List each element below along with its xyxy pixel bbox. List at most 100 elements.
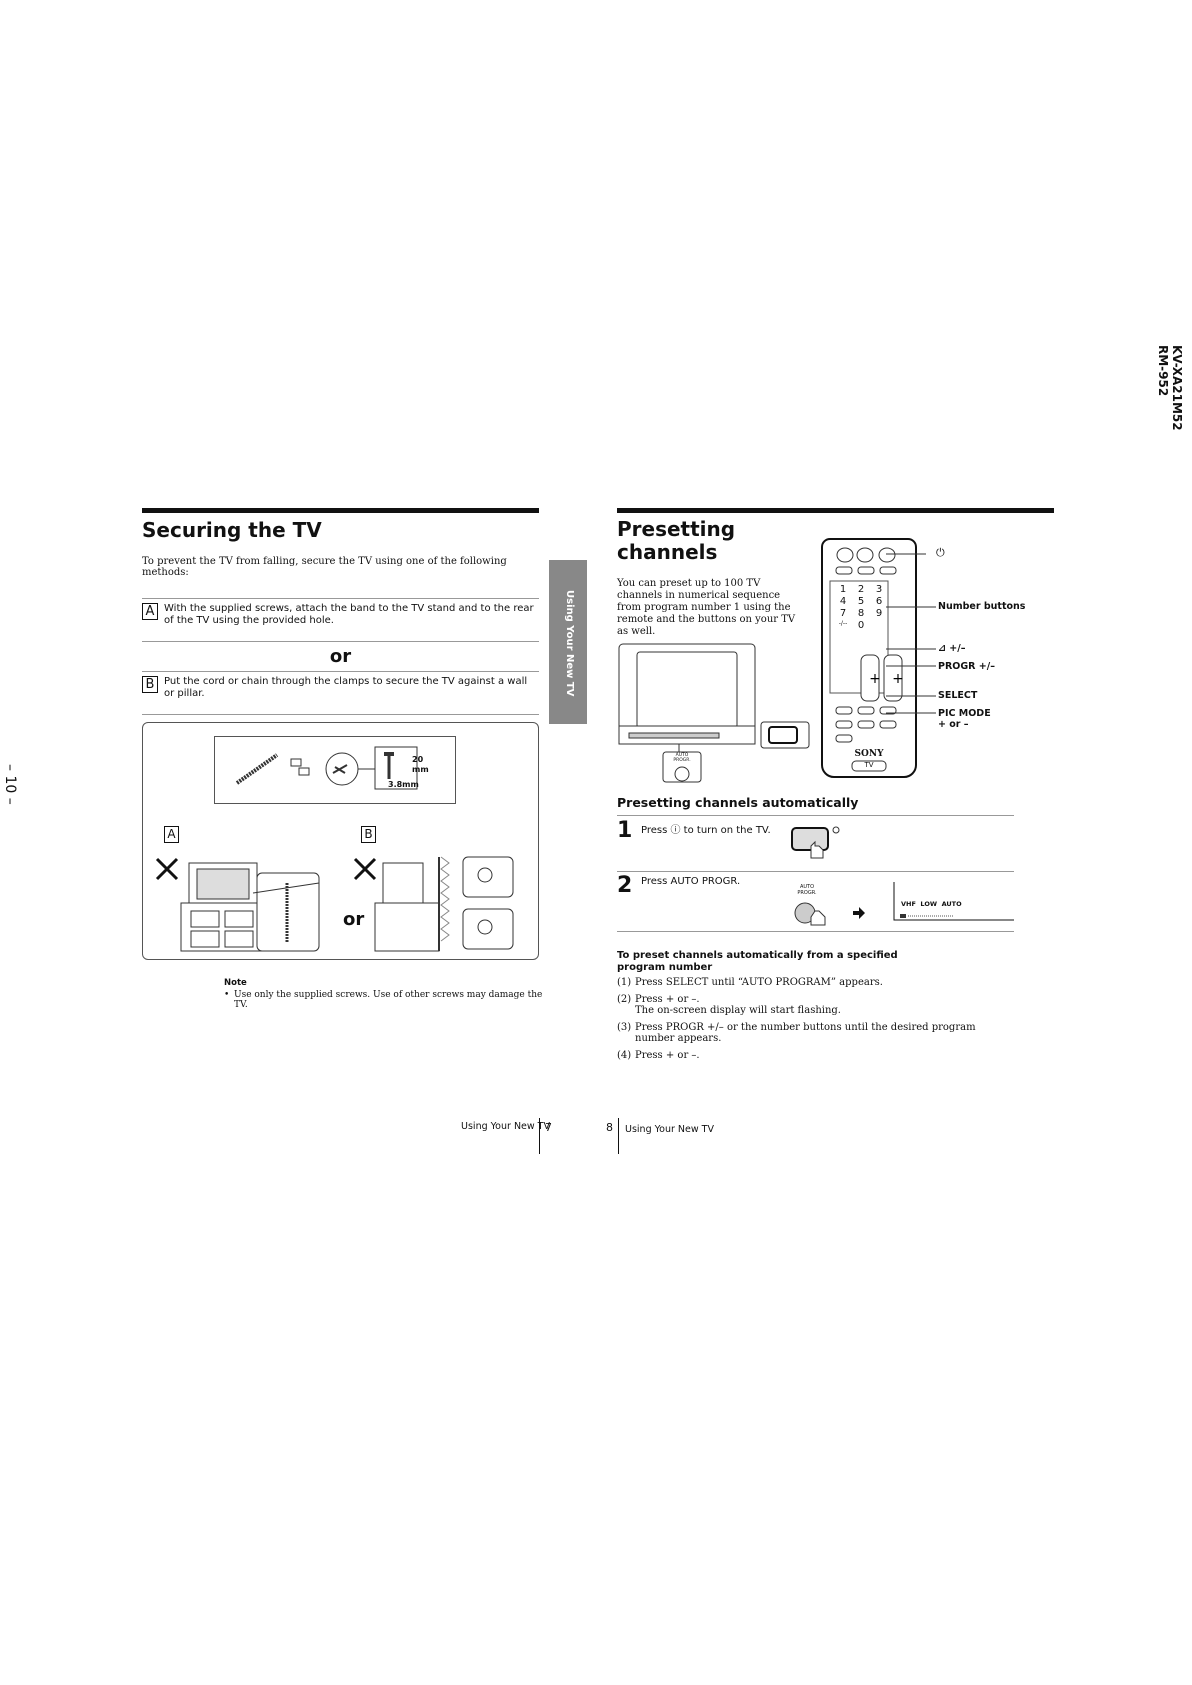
- digit-button-9[interactable]: 9: [875, 608, 883, 619]
- specified-steps: (1) Press SELECT until “AUTO PROGRAM” ap…: [617, 977, 997, 1061]
- intro-text: To prevent the TV from falling, secure t…: [142, 556, 507, 578]
- side-tab-text: Using Your New TV: [564, 590, 575, 697]
- method-b: B Put the cord or chain through the clam…: [142, 672, 539, 708]
- digit-button-1[interactable]: 1: [839, 584, 847, 595]
- method-b-drawing: [353, 856, 514, 952]
- securing-illustration: 20 mm 3.8mm A B or: [142, 722, 539, 960]
- label-pic-mode: PIC MODE: [938, 708, 991, 719]
- page-number-text: – 10 –: [2, 764, 18, 805]
- tv-illustration: AUTO PROGR.: [617, 640, 817, 785]
- osd-text: VHF LOW AUTO: [901, 900, 962, 908]
- right-title: Presetting channels: [617, 518, 735, 564]
- left-page: Securing the TV To prevent the TV from f…: [142, 508, 539, 715]
- side-tab: Using Your New TV: [549, 560, 587, 724]
- screw-length-value: 20: [412, 755, 424, 764]
- step-item-3-number: (3): [617, 1021, 632, 1033]
- divider: [142, 714, 539, 715]
- model-label: KV-XA21M52 RM-952: [1156, 345, 1184, 431]
- method-a: A With the supplied screws, attach the b…: [142, 599, 539, 635]
- method-b-text: Put the cord or chain through the clamps…: [164, 676, 528, 699]
- step-item-1: (1) Press SELECT until “AUTO PROGRAM” ap…: [617, 977, 997, 989]
- page-title: Securing the TV: [142, 518, 322, 542]
- parts-box: 20 mm 3.8mm: [214, 736, 456, 804]
- step-item-3-text: Press PROGR +/– or the number buttons un…: [635, 1021, 976, 1045]
- remote-control: + + 1 2 3 4 5 6 7 8 9 -/-- 0 SONY TV: [820, 535, 918, 780]
- divider: [617, 931, 1014, 932]
- auto-progr-button-drawing: [794, 902, 865, 926]
- divider: [617, 815, 1014, 816]
- right-intro: You can preset up to 100 TV channels in …: [617, 578, 796, 637]
- letter-b: B: [142, 676, 158, 693]
- tv-drawing: [618, 643, 810, 783]
- digit-button-5[interactable]: 5: [857, 596, 865, 607]
- digit-button-3[interactable]: 3: [875, 584, 883, 595]
- method-a-drawing: [155, 857, 320, 952]
- screw-length-unit: mm: [412, 765, 429, 774]
- digit-button-0[interactable]: 0: [857, 620, 865, 631]
- bullet: •: [224, 990, 230, 1000]
- remote-outline: + +: [821, 538, 917, 778]
- parts-drawing: [235, 746, 418, 790]
- note-text: Use only the supplied screws. Use of oth…: [234, 990, 543, 1010]
- step-item-3: (3) Press PROGR +/– or the number button…: [617, 1022, 997, 1045]
- digit-button-8[interactable]: 8: [857, 608, 865, 619]
- auto-subheading: Presetting channels automatically: [617, 795, 859, 810]
- label-select: SELECT: [938, 690, 978, 701]
- tv-auto-progr-caption: AUTO PROGR.: [673, 753, 691, 763]
- divider: [142, 671, 539, 672]
- digit-button-7[interactable]: 7: [839, 608, 847, 619]
- step-item-4-number: (4): [617, 1049, 632, 1061]
- screw-length: 20 mm: [412, 755, 429, 775]
- top-rule: [142, 508, 539, 513]
- remote-brand: SONY: [854, 749, 884, 759]
- step-item-4: (4) Press + or –.: [617, 1050, 997, 1062]
- digit-button-2[interactable]: 2: [857, 584, 865, 595]
- power-button-drawing: [791, 826, 840, 859]
- note-title: Note: [224, 978, 247, 988]
- title-line-2: channels: [617, 540, 718, 564]
- fig-or: or: [343, 909, 365, 930]
- divider: [617, 871, 1014, 872]
- note-item: • Use only the supplied screws. Use of o…: [224, 990, 544, 1010]
- step-1-number: 1: [617, 818, 633, 843]
- or-separator: or: [329, 646, 352, 667]
- specified-heading: To preset channels automatically from a …: [617, 950, 898, 973]
- step-item-2-text: Press + or –.: [635, 993, 700, 1005]
- step-item-4-text: Press + or –.: [635, 1049, 700, 1061]
- left-footer: Using Your New TV: [390, 1121, 550, 1132]
- step-item-1-number: (1): [617, 977, 632, 988]
- step-item-2-subtext: The on-screen display will start flashin…: [635, 1005, 841, 1016]
- remote-callout-lines: [886, 553, 936, 714]
- label-volume: ⊿ +/–: [938, 643, 966, 654]
- page-number-vertical: – 10 –: [2, 764, 18, 805]
- fig-label-a: A: [164, 826, 179, 843]
- remote-digits: 1 2 3 4 5 6 7 8 9 -/-- 0: [834, 584, 888, 631]
- screw-diameter: 3.8mm: [388, 780, 419, 789]
- digit-button-4[interactable]: 4: [839, 596, 847, 607]
- right-footer-page: 8: [606, 1121, 613, 1134]
- auto-progr-caption: AUTO PROGR.: [797, 884, 817, 896]
- digit-button-dash[interactable]: -/--: [838, 620, 848, 627]
- label-plus-minus: + or –: [938, 719, 969, 730]
- step-item-1-text: Press SELECT until “AUTO PROGRAM” appear…: [635, 977, 883, 988]
- digit-button-6[interactable]: 6: [875, 596, 883, 607]
- svg-text:+: +: [892, 671, 904, 687]
- title-line-1: Presetting: [617, 517, 736, 541]
- step-item-2: (2) Press + or –. The on-screen display …: [617, 994, 997, 1017]
- model-text: KV-XA21M52: [1170, 345, 1184, 431]
- step-2: 2 Press AUTO PROGR. AUTO PROGR. VHF LOW …: [617, 873, 1014, 930]
- step-1-text: Press ⓘ to turn on the TV.: [641, 825, 771, 836]
- osd-display: [893, 882, 1014, 921]
- remote-tv-label: TV: [864, 761, 874, 769]
- label-number-buttons: Number buttons: [938, 601, 1026, 612]
- right-footer-text: Using Your New TV: [625, 1124, 714, 1135]
- footer-divider: [539, 1118, 540, 1154]
- step-item-2-number: (2): [617, 993, 632, 1005]
- letter-a: A: [142, 603, 158, 620]
- label-progr: PROGR +/–: [938, 661, 995, 672]
- right-top-rule: [617, 508, 1054, 513]
- divider: [142, 598, 539, 599]
- power-symbol: ⏻: [936, 546, 945, 559]
- left-footer-page: 7: [545, 1121, 552, 1134]
- method-a-text: With the supplied screws, attach the ban…: [164, 603, 534, 626]
